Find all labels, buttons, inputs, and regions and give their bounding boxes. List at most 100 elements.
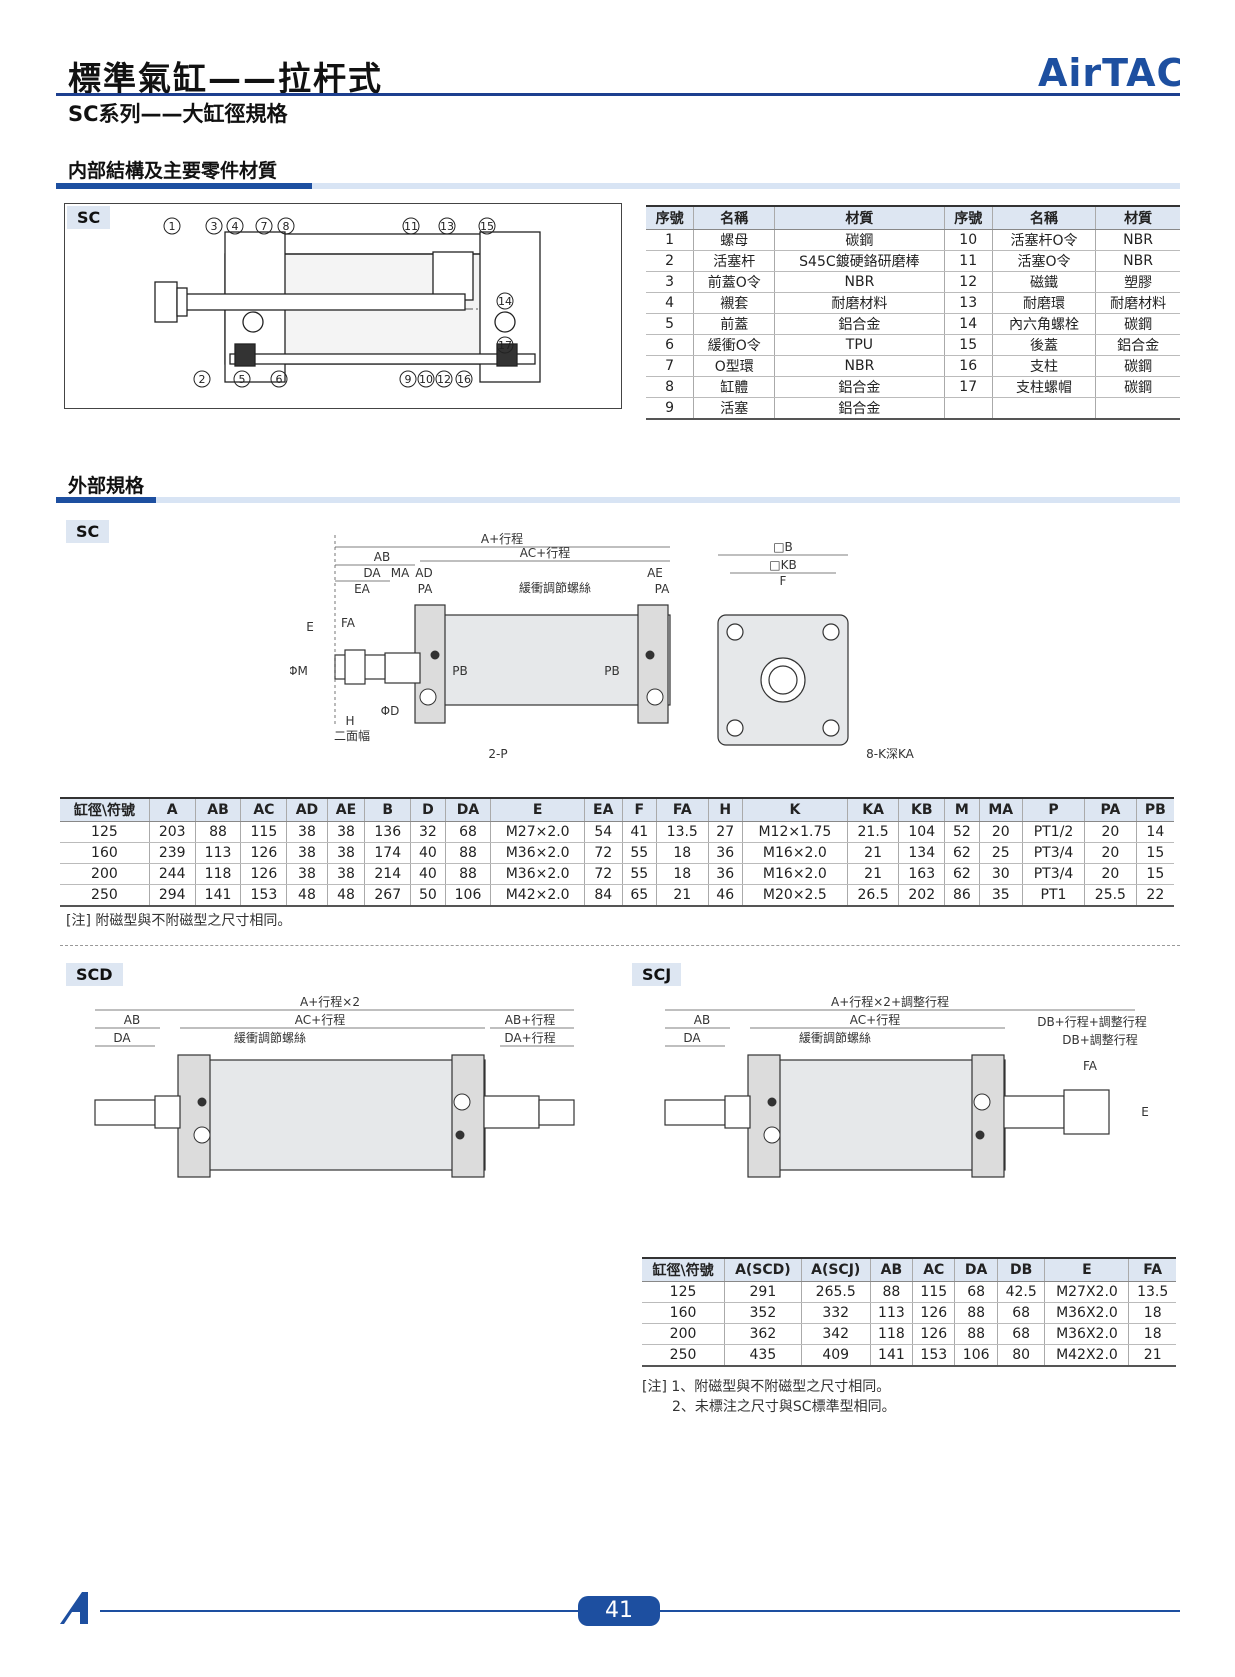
scj-dim-e: E xyxy=(1141,1105,1149,1119)
scj-spec-cell: 352 xyxy=(724,1302,802,1324)
scj-spec-cell: 68 xyxy=(996,1302,1045,1324)
sc-spec-cell: 55 xyxy=(621,863,657,885)
sc-spec-cell: M27×2.0 xyxy=(490,821,585,843)
scj-spec-header-1: A(SCD) xyxy=(724,1257,802,1282)
section-bar-internal xyxy=(56,183,1180,189)
model-tag-sc: SC xyxy=(67,206,111,229)
model-tag-scd: SCD xyxy=(66,963,123,986)
parts-cell: 耐磨材料 xyxy=(774,292,945,314)
dim-h: H xyxy=(345,714,354,728)
sc-spec-header-17: M xyxy=(944,797,980,822)
parts-cell: 1 xyxy=(646,229,694,251)
sc-spec-header-12: FA xyxy=(656,797,709,822)
sc-spec-cell: 125 xyxy=(60,821,150,843)
scj-spec-cell: 68 xyxy=(954,1281,998,1303)
sc-spec-header-0: 缸徑\符號 xyxy=(60,797,150,822)
sc-spec-cell: 20 xyxy=(1084,821,1137,843)
parts-cell: 14 xyxy=(943,313,993,335)
parts-cell: 耐磨環 xyxy=(991,292,1096,314)
sc-spec-header-20: PA xyxy=(1084,797,1137,822)
sc-spec-cell: 72 xyxy=(583,863,623,885)
callout-12: 12 xyxy=(437,373,451,386)
parts-cell: 活塞杆 xyxy=(693,250,775,272)
scd-dim-ab: AB xyxy=(124,1013,140,1027)
sc-external-drawing: A+行程 AC+行程 AB DA MA AD EA PA AE PA FA E … xyxy=(290,531,915,761)
parts-cell: 支柱 xyxy=(991,355,1096,377)
sc-spec-header-15: KA xyxy=(846,797,899,822)
sc-spec-cell: 38 xyxy=(326,863,365,885)
sc-spec-cell: 20 xyxy=(1084,842,1137,864)
sc-spec-header-11: F xyxy=(621,797,657,822)
dim-pa-right: PA xyxy=(655,582,670,596)
scd-dim-a: A+行程×2 xyxy=(300,994,360,1009)
header-divider xyxy=(56,93,1180,96)
sc-spec-header-13: H xyxy=(707,797,743,822)
sc-spec-cell: 54 xyxy=(583,821,623,843)
parts-cell: 塑膠 xyxy=(1095,271,1180,293)
parts-cell: 11 xyxy=(943,250,993,272)
callout-16: 16 xyxy=(457,373,471,386)
sc-spec-cell: 25 xyxy=(978,842,1023,864)
parts-cell: 鋁合金 xyxy=(1095,334,1180,356)
scj-cushion-label: 緩衝調節螺絲 xyxy=(799,1030,871,1045)
dim-k-ka: 8-K深KA xyxy=(866,747,914,761)
sc-spec-cell: 118 xyxy=(194,863,241,885)
parts-cell: 2 xyxy=(646,250,694,272)
parts-cell xyxy=(991,397,1096,420)
sc-spec-cell: 21.5 xyxy=(846,821,899,843)
sc-spec-cell: 18 xyxy=(656,842,709,864)
scd-dim-da: DA xyxy=(113,1031,131,1045)
dim-pb-left: PB xyxy=(452,664,467,678)
sc-spec-cell: 35 xyxy=(978,884,1023,907)
sc-spec-cell: 104 xyxy=(898,821,945,843)
dim-da: DA xyxy=(363,566,381,580)
parts-cell: 12 xyxy=(943,271,993,293)
scj-dim-da: DA xyxy=(683,1031,701,1045)
sc-spec-cell: 115 xyxy=(240,821,287,843)
scj-spec-cell: 265.5 xyxy=(800,1281,871,1303)
scj-spec-cell: 115 xyxy=(912,1281,955,1303)
parts-cell: 鋁合金 xyxy=(774,376,945,398)
parts-cell: 鋁合金 xyxy=(774,313,945,335)
sc-spec-cell: M20×2.5 xyxy=(741,884,848,907)
parts-cell: 襯套 xyxy=(693,292,775,314)
sc-spec-header-5: AE xyxy=(326,797,365,822)
sc-spec-cell: 26.5 xyxy=(846,884,899,907)
sc-spec-cell: 38 xyxy=(326,821,365,843)
parts-cell: NBR xyxy=(1095,250,1180,272)
parts-cell: 7 xyxy=(646,355,694,377)
dim-2p: 2-P xyxy=(488,747,507,761)
sc-spec-cell: 20 xyxy=(978,821,1023,843)
sc-spec-cell: 15 xyxy=(1135,842,1174,864)
parts-cell: O型環 xyxy=(693,355,775,377)
sc-note: [注] 附磁型與不附磁型之尺寸相同。 xyxy=(66,913,292,929)
dim-b: □B xyxy=(773,540,793,554)
scj-spec-header-8: FA xyxy=(1128,1257,1176,1282)
parts-cell: 支柱螺帽 xyxy=(991,376,1096,398)
sc-spec-cell: 52 xyxy=(944,821,980,843)
logo-text: AirTAC xyxy=(1038,52,1180,92)
parts-cell: 碳鋼 xyxy=(1095,376,1180,398)
page-title: 標準氣缸——拉杆式 xyxy=(68,59,383,98)
scj-spec-header-5: DA xyxy=(954,1257,998,1282)
sc-spec-header-2: AB xyxy=(194,797,241,822)
dim-e: E xyxy=(306,620,314,634)
scj-spec-cell: M27X2.0 xyxy=(1044,1281,1129,1303)
parts-cell: 缸體 xyxy=(693,376,775,398)
dim-ea: EA xyxy=(354,582,371,596)
parts-cell: 碳鋼 xyxy=(774,229,945,251)
parts-cell: 後蓋 xyxy=(991,334,1096,356)
sc-spec-cell: PT3/4 xyxy=(1021,842,1085,864)
callout-7: 7 xyxy=(261,220,268,233)
